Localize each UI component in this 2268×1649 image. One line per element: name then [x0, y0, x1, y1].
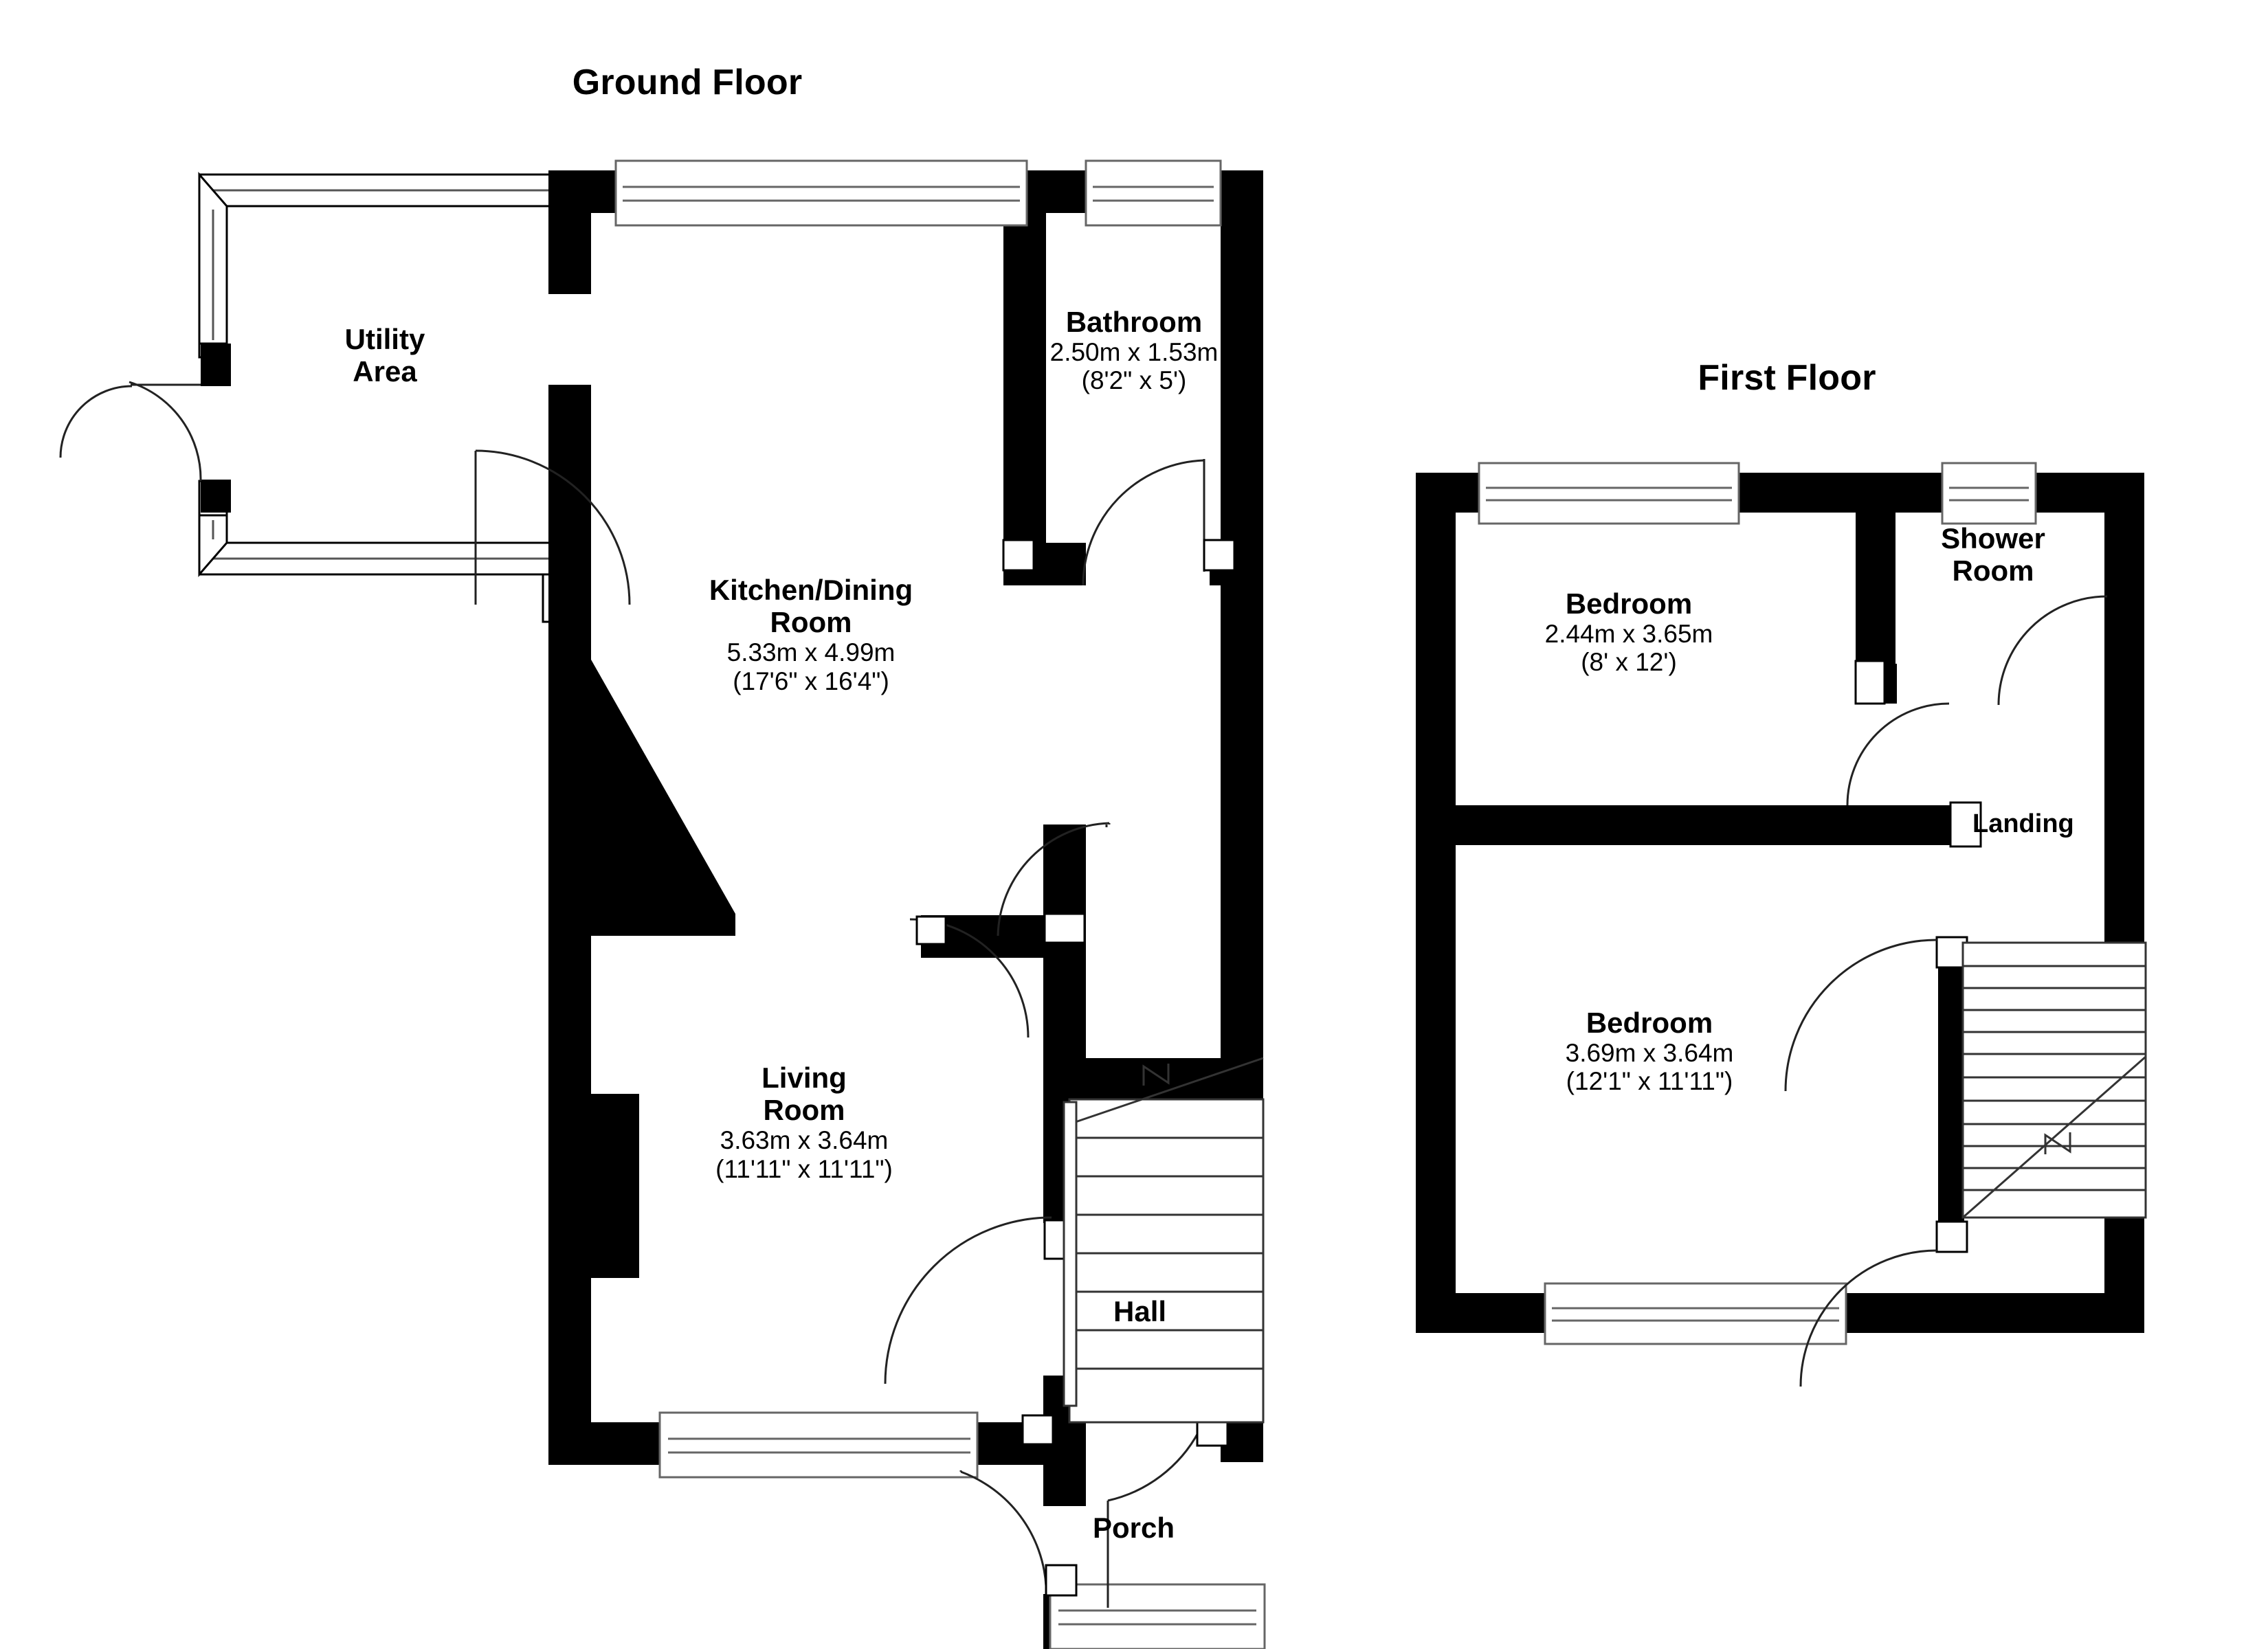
utility-door-jamb-bottom	[201, 480, 231, 513]
window-bathroom-top	[1085, 159, 1222, 227]
ground-wall-stair-top	[1043, 1058, 1263, 1101]
staircase-first	[1961, 941, 2147, 1219]
room-name-living-line2: Room	[763, 1094, 845, 1127]
room-label-hall: Hall	[1113, 1295, 1167, 1327]
door-reveal-bathroom-left	[1002, 539, 1035, 572]
door-reveal-living-kitchen	[915, 915, 947, 945]
door-reveal-porch-front	[1045, 1564, 1078, 1597]
first-wall-left	[1416, 473, 1456, 1333]
first-wall-stairwell	[1938, 940, 1964, 1249]
ground-floor-geometry	[59, 159, 1266, 1649]
living-room-chimney-breast	[548, 1094, 639, 1278]
room-dim-kitchen-imperial: (17'6" x 16'4")	[733, 666, 889, 695]
window-kitchen-top	[614, 159, 1028, 227]
utility-door-jamb-top	[201, 344, 231, 386]
door-reveal-porch-top	[1021, 1414, 1054, 1446]
window-porch-bottom	[1049, 1583, 1266, 1649]
room-dim-bedroom2-imperial: (12'1" x 11'11")	[1566, 1067, 1733, 1096]
staircase-ground	[1063, 1057, 1265, 1424]
ground-wall-diagonal-wedge	[548, 660, 735, 936]
first-floor-geometry	[1416, 462, 2147, 1387]
door-kitchen-hall	[997, 822, 1111, 936]
room-name-kitchen-line1: Kitchen/Dining	[709, 574, 913, 606]
room-name-bedroom2: Bedroom	[1586, 1007, 1713, 1039]
room-label-landing: Landing	[1972, 809, 2074, 838]
ground-wall-bathroom-left	[1003, 170, 1046, 555]
door-bathroom	[1082, 459, 1205, 586]
door-porch-front	[959, 1470, 1047, 1586]
room-name-kitchen-line2: Room	[770, 606, 852, 639]
ground-floor-title: Ground Floor	[572, 63, 803, 102]
room-label-porch: Porch	[1093, 1512, 1175, 1544]
door-hall-porch	[1107, 1431, 1200, 1608]
room-dim-bathroom-imperial: (8'2" x 5')	[1081, 366, 1187, 395]
first-wall-bed1-shower	[1856, 473, 1895, 665]
room-label-bedroom-1: Bedroom 2.44m x 3.65m (8' x 12')	[1430, 587, 1828, 677]
door-living-hall	[884, 1216, 1052, 1384]
room-label-bathroom: Bathroom 2.50m x 1.53m (8'2" x 5')	[1017, 306, 1251, 395]
door-swing-landing-stair	[1784, 939, 1937, 1092]
ground-wall-bottom-left	[548, 1422, 672, 1465]
room-name-living-line1: Living	[761, 1062, 847, 1094]
door-swing-bedroom1	[1846, 702, 1950, 806]
room-label-living-room: Living Room 3.63m x 3.64m (11'11" x 11'1…	[612, 1062, 997, 1183]
door-reveal-shower	[1854, 660, 1886, 705]
door-reveal-hall-top	[1043, 912, 1086, 944]
room-name-shower-line1: Shower	[1941, 522, 2045, 554]
window-living-bottom	[658, 1411, 979, 1479]
first-floor-title: First Floor	[1698, 358, 1876, 398]
room-label-shower-room: Shower Room	[1869, 522, 2117, 587]
ground-wall-left-kitchen-lower	[548, 385, 591, 660]
room-name-bathroom: Bathroom	[1065, 306, 1203, 338]
room-dim-living-imperial: (11'11" x 11'11")	[715, 1154, 893, 1183]
room-label-utility-area: Utility Area	[227, 323, 543, 388]
room-dim-bedroom1-metric: 2.44m x 3.65m	[1544, 620, 1713, 649]
window-bedroom2-bottom	[1544, 1282, 1847, 1345]
room-dim-kitchen-metric: 5.33m x 4.99m	[726, 638, 896, 667]
room-name-utility-line1: Utility	[344, 323, 425, 355]
first-wall-bed1-landing	[1416, 805, 1979, 845]
room-dim-bedroom1-imperial: (8' x 12')	[1581, 648, 1677, 677]
door-kitchen-utility	[474, 449, 631, 605]
ground-wall-left-kitchen-upper	[548, 170, 591, 294]
door-swing-shower	[1997, 595, 2108, 706]
door-reveal-bedroom1	[1949, 801, 1982, 848]
room-name-shower-line2: Room	[1952, 554, 2034, 587]
door-reveal-bathroom-right	[1203, 539, 1236, 572]
room-dim-living-metric: 3.63m x 3.64m	[720, 1126, 889, 1155]
room-dim-bedroom2-metric: 3.69m x 3.64m	[1565, 1039, 1734, 1068]
utility-door-swing-upper	[129, 381, 202, 482]
door-swing-bedroom2	[1799, 1249, 1937, 1387]
room-label-kitchen-dining-room: Kitchen/Dining Room 5.33m x 4.99m (17'6"…	[598, 574, 1024, 695]
ground-wall-kitchen-hall-upper	[1043, 824, 1086, 921]
room-name-bedroom1: Bedroom	[1565, 587, 1693, 620]
utility-glazing	[198, 171, 565, 623]
door-reveal-stair-bottom	[1935, 1220, 1968, 1253]
room-name-utility-line2: Area	[353, 355, 417, 388]
window-shower-top	[1941, 462, 2037, 525]
window-bedroom1-top	[1478, 462, 1740, 525]
room-label-bedroom-2: Bedroom 3.69m x 3.64m (12'1" x 11'11")	[1450, 1007, 1849, 1096]
room-dim-bathroom-metric: 2.50m x 1.53m	[1049, 338, 1219, 367]
